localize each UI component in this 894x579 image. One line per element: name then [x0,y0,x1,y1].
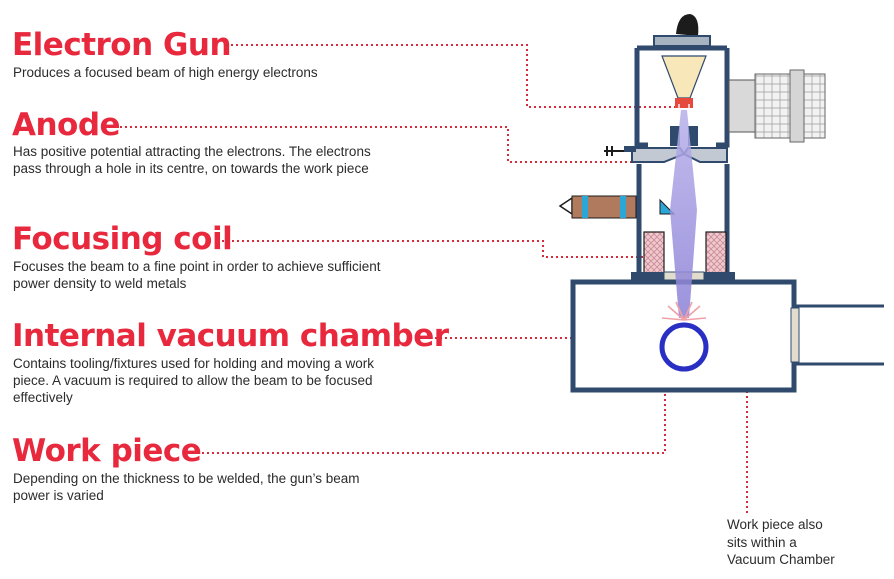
vacuum-chamber-description: Contains tooling/fixtures used for holdi… [13,355,374,406]
work-piece-ring [659,322,709,372]
electron-gun-description: Produces a focused beam of high energy e… [13,65,318,80]
focusing-coils [643,231,727,275]
work-piece-description-line-1: Depending on the thickness to be welded,… [13,471,360,486]
work-piece-description-line-2: power is varied [13,488,104,503]
focusing-coil-description: Focuses the beam to a fine point in orde… [13,258,380,292]
anode-title: Anode [12,107,121,143]
gun-cap [653,14,711,47]
work-piece-note-line-3: Vacuum Chamber [727,552,835,567]
vacuum-chamber-description-line-2: piece. A vacuum is required to allow the… [13,373,373,388]
anode-description-line-1: Has positive potential attracting the el… [13,144,371,159]
focusing-coil-description-line-1: Focuses the beam to a fine point in orde… [13,259,381,274]
vacuum-pump [728,69,826,143]
vacuum-chamber-description-line-3: effectively [13,390,73,405]
focusing-coil-title: Focusing coil [12,221,233,257]
focusing-coil-description-line-2: power density to weld metals [13,276,187,291]
anode-leader [120,126,661,163]
electron-gun-leader [226,44,683,108]
impact-sparks [661,301,707,321]
anode-description-line-2: pass through a hole in its centre, on to… [13,161,369,176]
column-housing [636,164,730,276]
cathode [661,55,707,110]
work-piece-note: Work piece also sits within a Vacuum Cha… [727,516,887,569]
vacuum-chamber-title: Internal vacuum chamber [12,318,449,354]
vacuum-chamber-description-line-1: Contains tooling/fixtures used for holdi… [13,356,374,371]
anode-description: Has positive potential attracting the el… [13,143,371,177]
work-piece-leader [192,393,666,454]
gun-housing [634,45,730,148]
work-piece-description: Depending on the thickness to be welded,… [13,470,360,504]
work-piece-note-line-2: sits within a [727,534,797,550]
work-piece-note-line-1: Work piece also [727,517,823,532]
electron-beam [670,110,697,318]
work-piece-title: Work piece [12,433,202,469]
electron-gun-title: Electron Gun [12,27,232,63]
focusing-coil-leader [222,240,650,258]
side-viewport [558,195,637,219]
anode-assembly [604,126,728,163]
vacuum-chamber [570,279,884,393]
